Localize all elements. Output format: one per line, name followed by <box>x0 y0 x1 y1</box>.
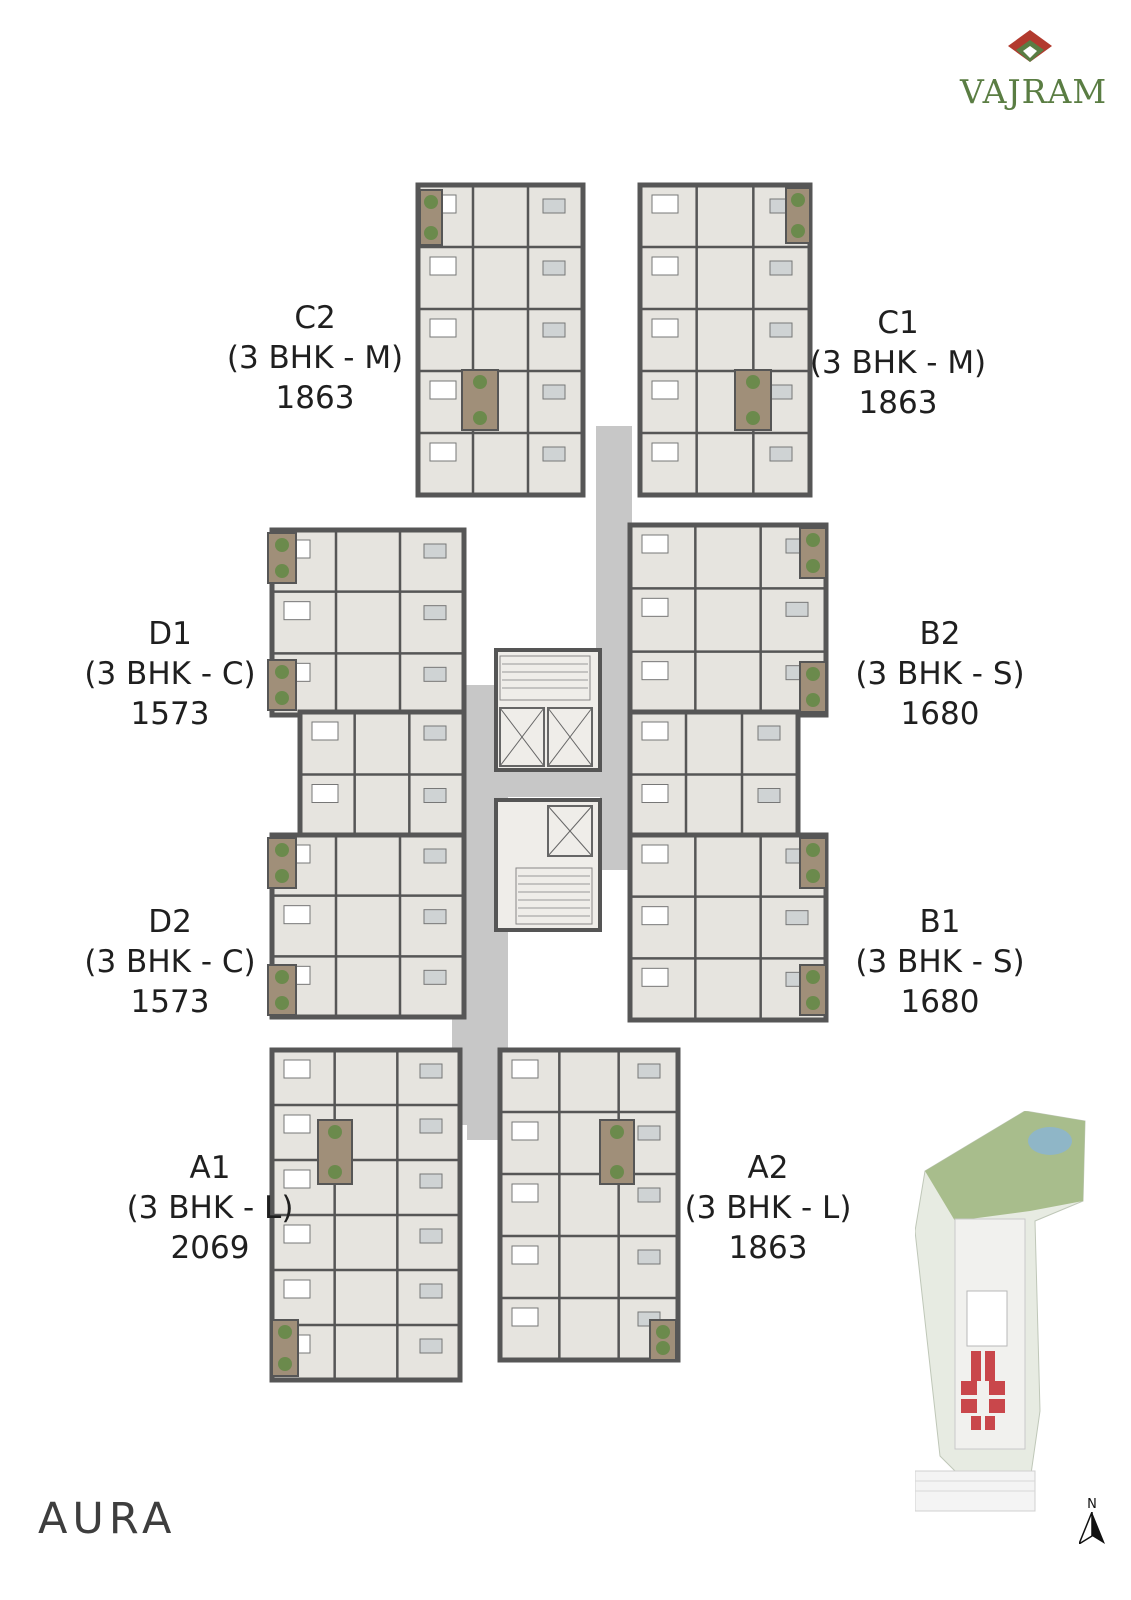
brand-name: VAJRAM <box>960 72 1108 111</box>
unit-type: (3 BHK - L) <box>126 1190 294 1226</box>
north-arrow-icon <box>1077 1511 1105 1546</box>
brand-logo: VAJRAM <box>960 28 1108 111</box>
unit-block-b1 <box>627 832 829 1023</box>
unit-label-c1: C1 (3 BHK - M) 1863 <box>798 303 998 423</box>
unit-id: B2 <box>919 616 961 652</box>
unit-id: A1 <box>189 1150 231 1186</box>
unit-type: (3 BHK - S) <box>855 656 1025 692</box>
unit-type: (3 BHK - M) <box>226 340 404 376</box>
unit-block-c2 <box>415 182 586 498</box>
unit-area: 2069 <box>170 1230 250 1266</box>
unit-block-core-left <box>297 709 467 840</box>
unit-label-a2: A2 (3 BHK - L) 1863 <box>668 1148 868 1268</box>
unit-id: A2 <box>747 1150 789 1186</box>
unit-block-c1 <box>637 182 813 498</box>
unit-area: 1863 <box>275 380 355 416</box>
unit-label-a1: A1 (3 BHK - L) 2069 <box>110 1148 310 1268</box>
unit-id: C2 <box>294 300 336 336</box>
unit-label-c2: C2 (3 BHK - M) 1863 <box>215 298 415 418</box>
unit-block-d2 <box>267 832 467 1020</box>
unit-label-d1: D1 (3 BHK - C) 1573 <box>70 614 270 734</box>
unit-id: C1 <box>877 305 919 341</box>
unit-label-d2: D2 (3 BHK - C) 1573 <box>70 902 270 1022</box>
unit-id: B1 <box>919 904 961 940</box>
unit-area: 1573 <box>130 696 210 732</box>
corridor <box>452 426 632 1140</box>
unit-block-a2 <box>497 1047 681 1363</box>
unit-area: 1573 <box>130 984 210 1020</box>
unit-area: 1680 <box>900 696 980 732</box>
unit-block-core-right <box>627 709 801 840</box>
unit-type: (3 BHK - M) <box>809 345 987 381</box>
unit-area: 1680 <box>900 984 980 1020</box>
unit-area: 1863 <box>728 1230 808 1266</box>
unit-type: (3 BHK - C) <box>84 944 256 980</box>
unit-block-b2 <box>627 522 829 718</box>
unit-id: D2 <box>148 904 192 940</box>
unit-label-b1: B1 (3 BHK - S) 1680 <box>840 902 1040 1022</box>
unit-type: (3 BHK - S) <box>855 944 1025 980</box>
north-arrow: N <box>1072 1497 1112 1548</box>
stair-lift-core <box>494 648 602 932</box>
north-label: N <box>1087 1497 1097 1512</box>
unit-type: (3 BHK - C) <box>84 656 256 692</box>
unit-block-a1 <box>269 1047 463 1383</box>
brand-emblem-icon <box>1008 30 1052 62</box>
unit-type: (3 BHK - L) <box>684 1190 852 1226</box>
unit-label-b2: B2 (3 BHK - S) 1680 <box>840 614 1040 734</box>
site-key-map <box>915 1111 1086 1512</box>
unit-area: 1863 <box>858 385 938 421</box>
unit-block-d1 <box>267 527 467 718</box>
highlighted-tower <box>961 1351 1005 1430</box>
unit-id: D1 <box>148 616 192 652</box>
project-name: AURA <box>38 1494 177 1544</box>
